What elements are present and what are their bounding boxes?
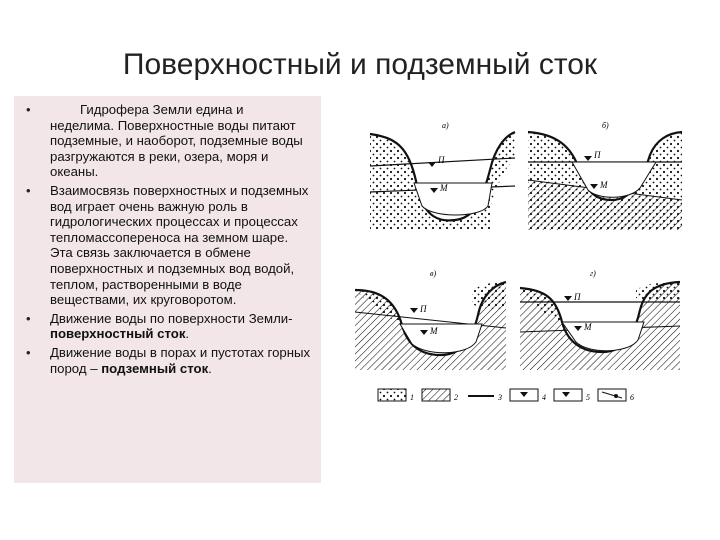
panel-v: П М в) (354, 269, 507, 370)
lower-level-label: М (439, 183, 448, 193)
legend-swatch-2 (421, 388, 451, 402)
panel-b: П М б) (527, 121, 683, 230)
lower-level-label: М (599, 180, 608, 190)
legend: 1 2 3 4 5 6 (377, 388, 634, 402)
panel-label-v: в) (430, 269, 436, 278)
legend-swatch-5 (553, 388, 583, 402)
page-title: Поверхностный и подземный сток (122, 48, 598, 81)
hydrology-figure: П М а) П М б) П (340, 100, 710, 430)
bullet-bold: подземный сток (101, 360, 209, 376)
legend-number-2: 2 (454, 393, 458, 402)
bullet-text: Взаимосвязь поверхностных и подземных во… (50, 182, 309, 308)
bullet-text: Движение воды по поверхности Земли- (50, 310, 293, 326)
panel-a: П М а) (369, 121, 516, 230)
bullet-text: Гидрофера Земли едина и неделима. Поверх… (50, 102, 303, 180)
legend-number-5: 5 (586, 393, 590, 402)
bullet-item: Движение воды в порах и пустотах горных … (26, 345, 311, 376)
upper-level-label: П (437, 155, 445, 165)
bullet-text: . (185, 326, 190, 342)
legend-swatch-1 (377, 388, 407, 402)
bullet-item: Движение воды по поверхности Земли- пове… (26, 311, 311, 342)
legend-number-4: 4 (542, 393, 546, 402)
lower-level-label: М (583, 322, 592, 332)
bullet-text: Движение воды в порах и пустотах горных … (50, 344, 311, 376)
bullet-item: Взаимосвязь поверхностных и подземных во… (26, 183, 311, 308)
cross-section-diagram: П М а) П М б) П (354, 121, 683, 402)
upper-level-label: П (419, 304, 427, 314)
bullet-list: Гидрофера Земли едина и неделима. Поверх… (26, 102, 311, 376)
panel-g: П М г) (519, 269, 681, 370)
upper-level-label: П (573, 292, 581, 302)
bullet-text: . (208, 360, 212, 376)
panel-label-b: б) (602, 121, 609, 130)
upper-level-label: П (593, 150, 601, 160)
lower-level-label: М (429, 326, 438, 336)
legend-number-6: 6 (630, 393, 634, 402)
legend-number-1: 1 (410, 393, 414, 402)
panel-label-g: г) (590, 269, 596, 278)
legend-number-3: 3 (497, 393, 502, 402)
text-panel: Гидрофера Земли едина и неделима. Поверх… (14, 96, 321, 483)
panel-label-a: а) (442, 121, 449, 130)
bullet-bold: поверхностный сток (50, 326, 186, 342)
bullet-item: Гидрофера Земли едина и неделима. Поверх… (26, 102, 311, 180)
